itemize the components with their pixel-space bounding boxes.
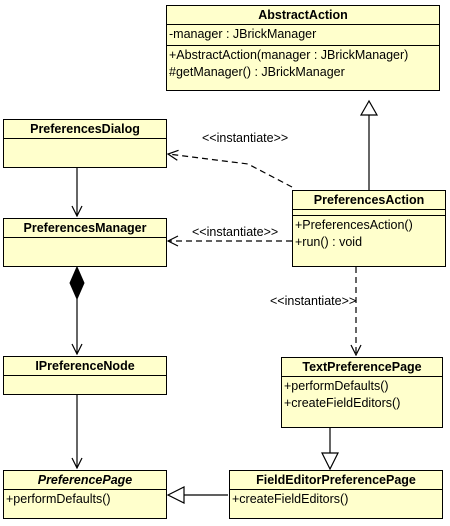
class-field-editor-preference-page[interactable]: FieldEditorPreferencePage +createFieldEd… bbox=[229, 470, 443, 519]
instantiate-label-dialog: <<instantiate>> bbox=[202, 131, 288, 145]
class-name: PreferencePage bbox=[4, 471, 166, 490]
class-preferences-dialog[interactable]: PreferencesDialog bbox=[3, 119, 167, 168]
operation: +createFieldEditors() bbox=[232, 492, 349, 506]
class-name: TextPreferencePage bbox=[282, 358, 442, 377]
operations-section: +performDefaults() bbox=[4, 490, 166, 510]
class-preference-page[interactable]: PreferencePage +performDefaults() bbox=[3, 470, 167, 519]
operations-section: +performDefaults() +createFieldEditors() bbox=[282, 377, 442, 414]
operation: #getManager() : JBrickManager bbox=[169, 65, 345, 79]
class-text-preference-page[interactable]: TextPreferencePage +performDefaults() +c… bbox=[281, 357, 443, 428]
class-name: PreferencesAction bbox=[293, 191, 445, 210]
attributes-section bbox=[293, 210, 445, 216]
class-name: PreferencesManager bbox=[4, 219, 166, 238]
attribute: -manager : JBrickManager bbox=[169, 27, 317, 41]
class-preferences-manager[interactable]: PreferencesManager bbox=[3, 218, 167, 267]
composition-manager-node bbox=[69, 265, 85, 354]
operation: +AbstractAction(manager : JBrickManager) bbox=[169, 48, 409, 62]
operation: +createFieldEditors() bbox=[284, 396, 401, 410]
class-ipreference-node[interactable]: IPreferenceNode bbox=[3, 356, 167, 395]
instantiate-label-textpage: <<instantiate>> bbox=[270, 294, 356, 308]
operations-section: +PreferencesAction() +run() : void bbox=[293, 216, 445, 253]
operation: +performDefaults() bbox=[6, 492, 111, 506]
operation: +performDefaults() bbox=[284, 379, 389, 393]
operation: +run() : void bbox=[295, 235, 363, 249]
operation: +PreferencesAction() bbox=[295, 218, 413, 232]
generalization-fieldeditor-page bbox=[166, 486, 228, 504]
class-preferences-action[interactable]: PreferencesAction +PreferencesAction() +… bbox=[292, 190, 446, 267]
dependency-action-dialog bbox=[168, 154, 293, 188]
class-name: IPreferenceNode bbox=[4, 357, 166, 376]
class-name: AbstractAction bbox=[167, 6, 439, 25]
instantiate-label-manager: <<instantiate>> bbox=[192, 225, 278, 239]
generalization-preferencesaction-abstractaction bbox=[359, 99, 379, 190]
class-abstract-action[interactable]: AbstractAction -manager : JBrickManager … bbox=[166, 5, 440, 91]
operations-section: +createFieldEditors() bbox=[230, 490, 442, 510]
class-name: FieldEditorPreferencePage bbox=[230, 471, 442, 490]
generalization-textpage-fieldeditor bbox=[321, 428, 339, 471]
class-name: PreferencesDialog bbox=[4, 120, 166, 139]
attributes-section: -manager : JBrickManager bbox=[167, 25, 439, 46]
operations-section: +AbstractAction(manager : JBrickManager)… bbox=[167, 46, 439, 83]
